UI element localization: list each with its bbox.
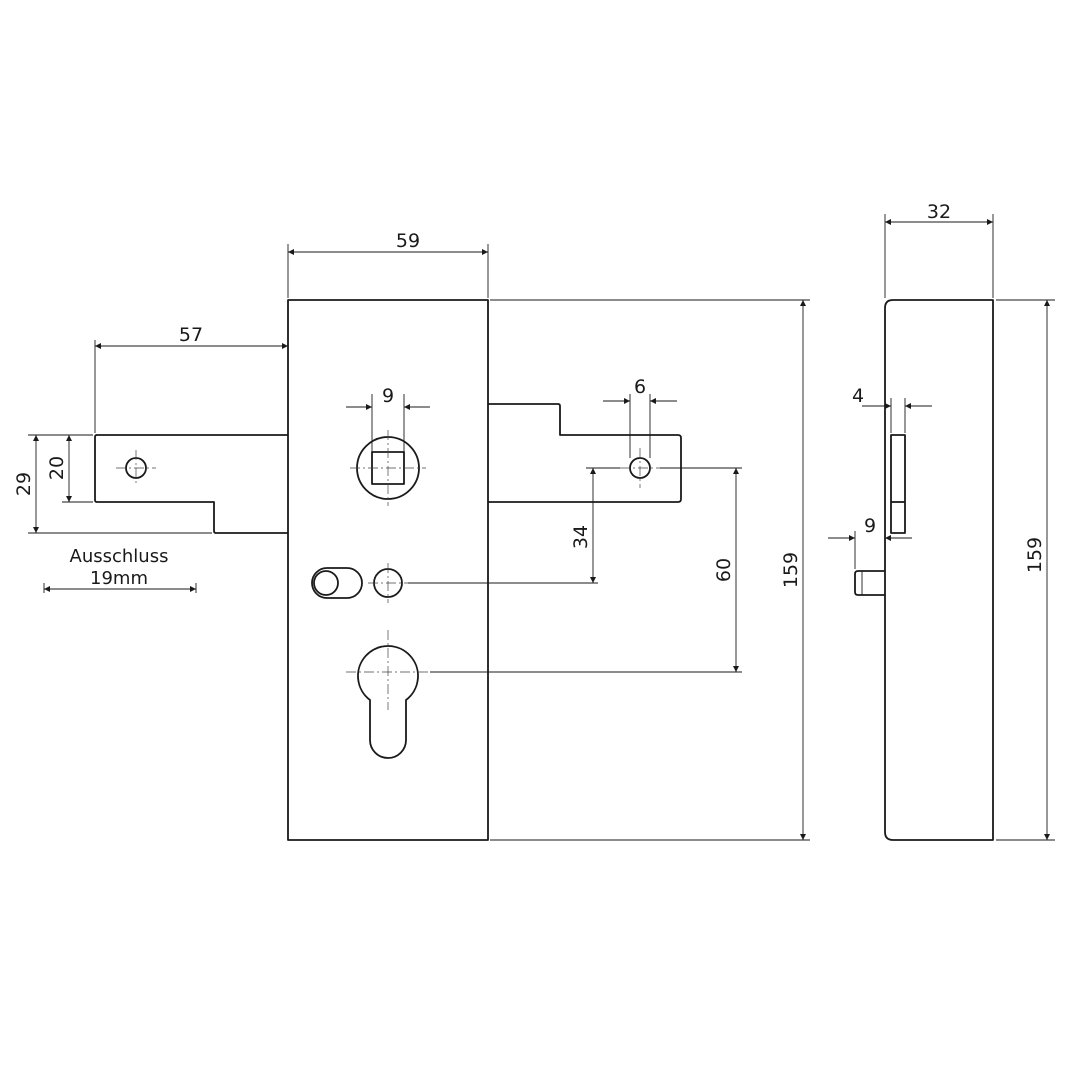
front-view	[94, 299, 682, 841]
dim-square-width: 9	[382, 385, 394, 407]
dim-side-pin: 9	[864, 515, 876, 537]
dim-distance-34: 34	[570, 525, 592, 549]
side-body	[884, 299, 994, 841]
stop-button-slot	[311, 567, 363, 599]
dim-plate-height-front: 159	[780, 552, 802, 588]
dim-side-depth: 32	[927, 201, 951, 223]
side-bolt	[890, 434, 906, 534]
dim-bolt-height-inner: 20	[46, 456, 68, 480]
note-value: 19mm	[90, 568, 148, 589]
stop-button	[313, 570, 339, 596]
side-pin	[854, 570, 885, 596]
dim-side-thickness: 4	[852, 385, 864, 407]
left-bolt	[94, 434, 288, 534]
dim-plate-height-side: 159	[1024, 537, 1046, 573]
dim-distance-60: 60	[713, 558, 735, 582]
dim-bolt-height-outer: 29	[13, 472, 35, 496]
note-title: Ausschluss	[70, 546, 169, 567]
dim-hole-diameter: 6	[634, 376, 646, 398]
front-plate	[287, 299, 489, 841]
right-bolt	[488, 403, 682, 503]
dim-plate-width: 59	[396, 230, 420, 252]
side-view	[854, 299, 994, 841]
side-dimensions: 32 4 9 159	[828, 201, 1055, 841]
cylinder-hole	[357, 645, 419, 759]
front-dimensions: 59 57 9 6 29 20 34 60	[13, 230, 810, 841]
dim-bolt-projection: 57	[179, 324, 203, 346]
